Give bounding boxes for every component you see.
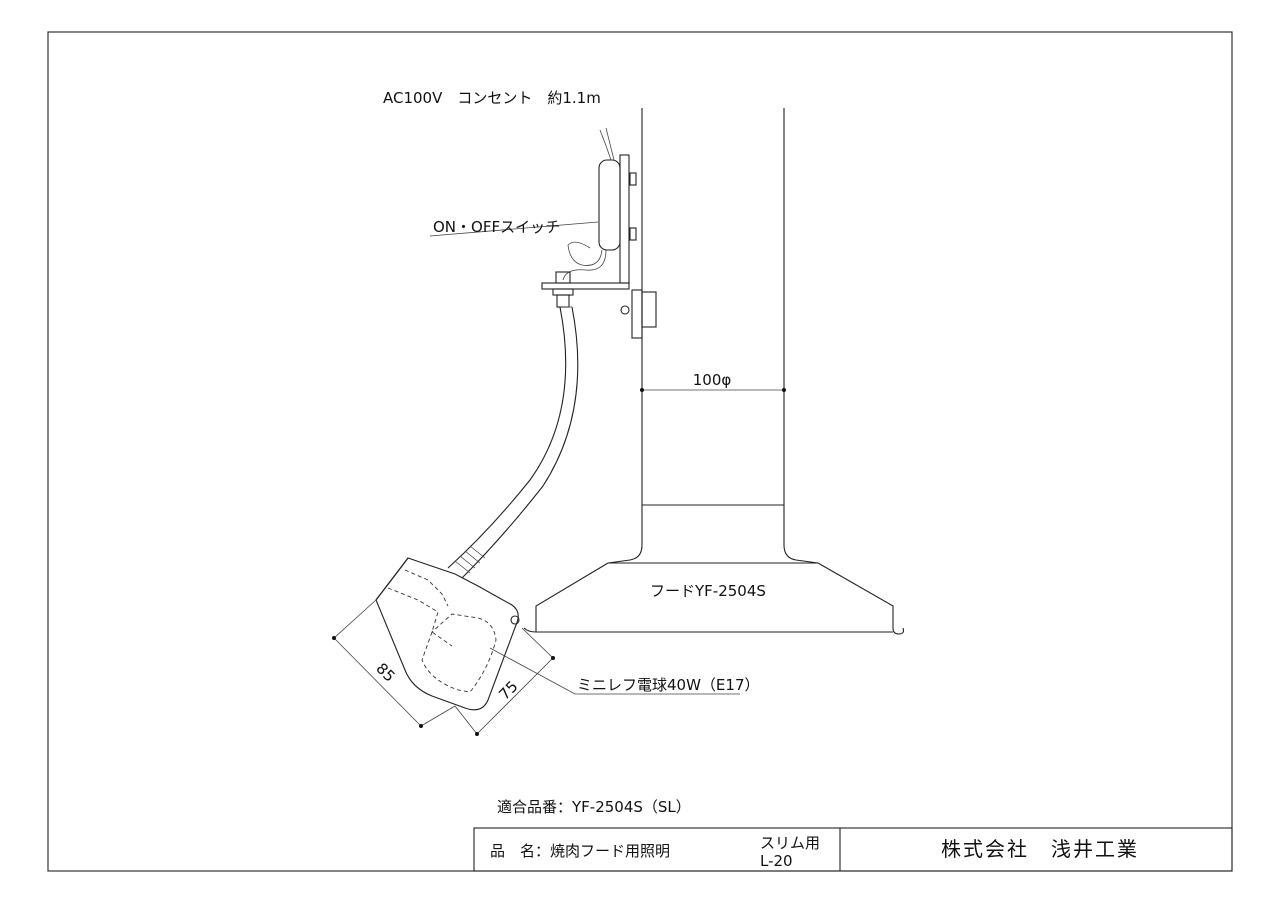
power-note: AC100V コンセント 約1.1m [383,89,601,107]
switch-assembly [541,127,657,339]
switch-note: ON・OFFスイッチ [433,218,560,236]
dimension-75-label: 75 [495,677,521,703]
lamp [375,557,520,711]
title-block [473,827,1233,872]
dimension-100-label: 100φ [693,371,732,389]
compatible-model: 適合品番：YF-2504S（SL） [497,798,691,816]
company-name: 株式会社 浅井工業 [941,837,1139,861]
dimension-100-diameter [640,388,786,392]
bulb-leader [489,647,740,695]
dimension-85 [332,599,456,728]
dimension-85-label: 85 [372,659,398,685]
flexible-arm [447,306,579,579]
hood [523,504,905,635]
dimension-75 [454,627,555,736]
switch-leader [429,221,599,237]
variant-bottom: L-20 [760,852,793,870]
product-name: 品 名：焼肉フード用照明 [490,842,670,860]
hood-label: フードYF-2504S [650,582,766,600]
drawing-frame [47,31,1233,872]
duct-pipe [641,108,785,505]
bulb-note: ミニレフ電球40W（E17） [577,676,759,694]
variant-top: スリム用 [760,834,820,852]
